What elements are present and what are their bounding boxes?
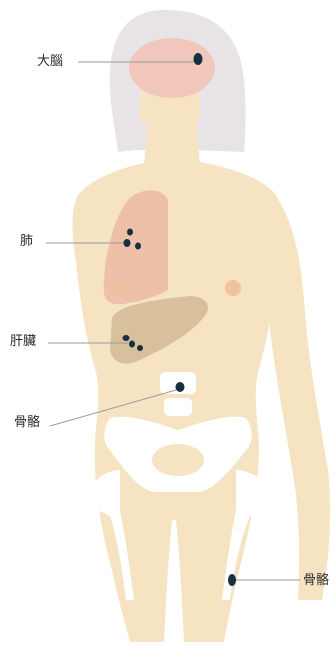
- tumor-lung-2: [124, 239, 131, 247]
- spine: [160, 372, 196, 416]
- brain: [129, 38, 215, 98]
- tumor-lung-3: [135, 243, 141, 250]
- tumor-spine: [176, 382, 185, 392]
- label-brain: 大腦: [37, 55, 63, 68]
- label-bone-leg: 骨骼: [303, 574, 329, 587]
- tumor-liver-2: [129, 341, 135, 348]
- tumor-leg: [228, 574, 236, 586]
- left-nipple: [116, 280, 132, 296]
- label-bone-spine: 骨骼: [14, 416, 40, 429]
- tumor-lung-1: [127, 229, 133, 236]
- pelvis-opening: [152, 444, 204, 476]
- tumor-brain: [194, 53, 203, 65]
- label-liver: 肝臟: [10, 335, 36, 348]
- tumor-liver-3: [137, 345, 143, 351]
- right-arm: [270, 190, 330, 600]
- right-nipple: [225, 280, 241, 296]
- label-lung: 肺: [20, 235, 33, 248]
- tumor-liver-1: [123, 335, 130, 341]
